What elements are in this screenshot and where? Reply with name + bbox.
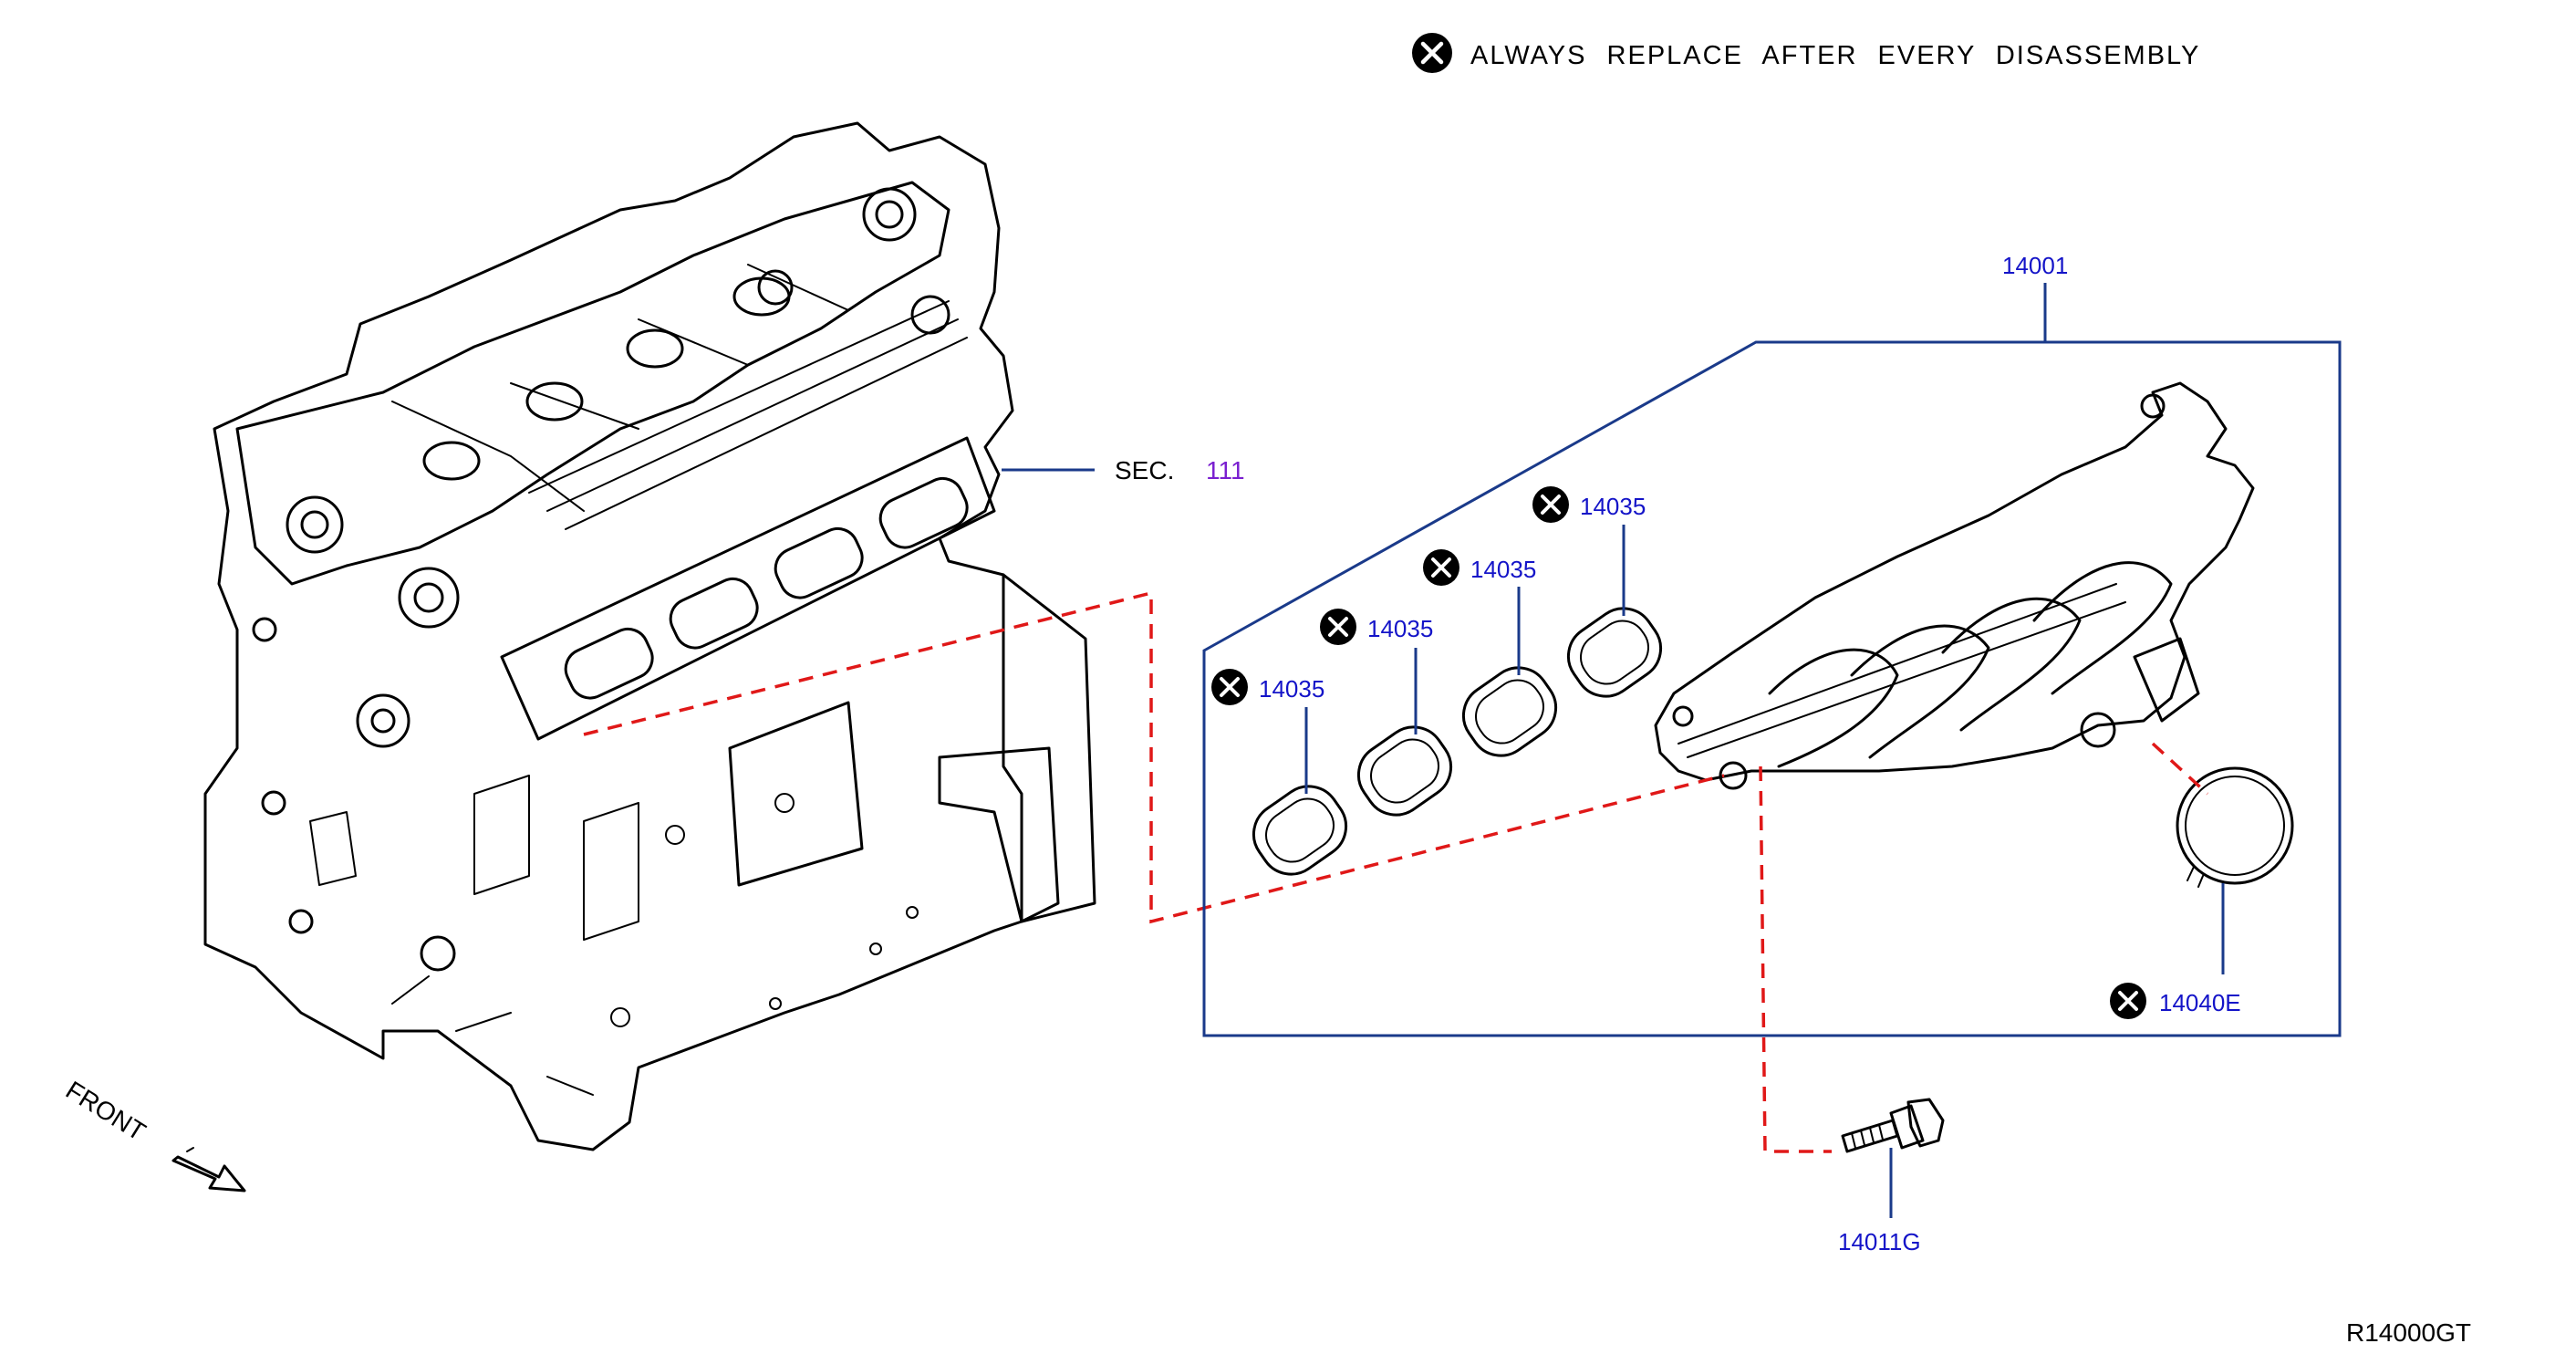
replace-x-icon: [1412, 33, 1452, 73]
part-label-14040E: 14040E: [2159, 989, 2241, 1016]
replace-x-icon: [2110, 983, 2146, 1019]
replace-x-icon: [1532, 486, 1569, 523]
callout-gasket-2[interactable]: 14035: [1320, 609, 1433, 645]
ring-gasket-drawing: [2176, 766, 2294, 888]
port-gaskets-drawing: [1252, 607, 1663, 876]
callout-gasket-3[interactable]: 14035: [1423, 549, 1536, 586]
replace-note: ALWAYS REPLACE AFTER EVERY DISASSEMBLY: [1412, 33, 2200, 73]
engine-assembly-drawing: [203, 121, 1096, 1151]
leader-lines: [1002, 283, 2342, 1218]
section-reference[interactable]: SEC. 111: [1115, 456, 1245, 484]
part-label-14035: 14035: [1367, 615, 1433, 642]
intake-manifold-drawing: [1654, 381, 2255, 790]
front-label: FRONT: [61, 1076, 151, 1146]
part-label-14035: 14035: [1470, 556, 1536, 583]
part-label-14035: 14035: [1580, 493, 1646, 520]
callout-ring-gasket[interactable]: 14040E: [2110, 983, 2241, 1019]
replace-x-icon: [1423, 549, 1459, 586]
reference-dashed-lines: [583, 590, 2209, 1153]
direction-arrow-icon: [171, 1147, 246, 1193]
section-prefix: SEC.: [1115, 456, 1174, 484]
part-label-14011G[interactable]: 14011G: [1838, 1228, 1921, 1255]
replace-x-icon: [1320, 609, 1356, 645]
note-text: ALWAYS REPLACE AFTER EVERY DISASSEMBLY: [1470, 41, 2200, 70]
part-label-14035: 14035: [1259, 675, 1324, 703]
diagram-code: R14000GT: [2346, 1318, 2471, 1347]
bolt-drawing: [1841, 1098, 1945, 1153]
front-direction-indicator: FRONT: [61, 1076, 246, 1193]
section-number: 111: [1206, 456, 1245, 484]
callout-gasket-1[interactable]: 14035: [1211, 669, 1324, 705]
callout-gasket-4[interactable]: 14035: [1532, 486, 1646, 523]
part-label-14001[interactable]: 14001: [2002, 252, 2068, 279]
replace-x-icon: [1211, 669, 1248, 705]
